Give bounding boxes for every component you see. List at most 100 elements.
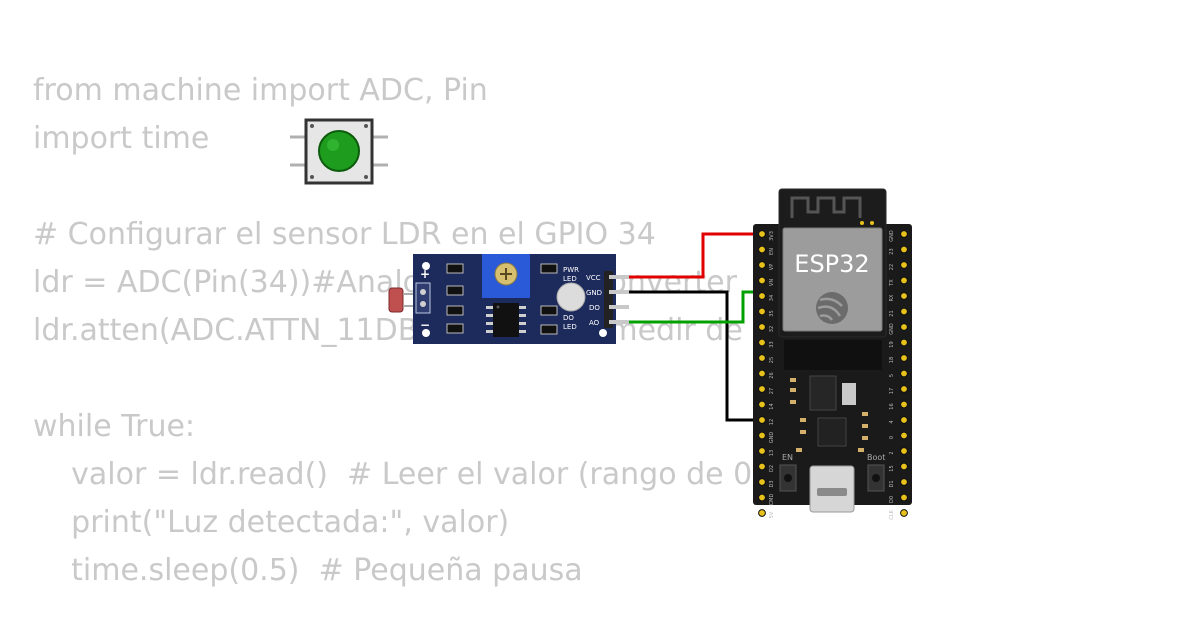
- esp32-pin-label: 32: [769, 326, 775, 332]
- esp32-pin-label: 26: [769, 372, 775, 378]
- esp32-pin-right-22[interactable]: [900, 261, 908, 269]
- smd-resistor: [446, 323, 464, 334]
- ldr-sensor-module[interactable]: + − PWR LED DO LED VCC GND DO A: [388, 254, 629, 344]
- esp32-pin-left-12[interactable]: [758, 416, 766, 424]
- esp32-pin-left-32[interactable]: [758, 323, 766, 331]
- esp32-pin-label: 3V3: [769, 231, 775, 241]
- ldr-header-pins: [604, 271, 629, 328]
- chip-label: ESP32: [794, 250, 869, 278]
- mounting-hole: [599, 329, 607, 337]
- do-led-label: DO: [563, 314, 574, 322]
- esp32-pin-right-clk[interactable]: [900, 509, 908, 517]
- esp32-pin-right-gnd[interactable]: [900, 323, 908, 331]
- ldo-tab: [842, 383, 856, 405]
- esp32-pin-right-5[interactable]: [900, 369, 908, 378]
- do-led-label: LED: [563, 323, 577, 331]
- esp32-pin-left-vn[interactable]: [758, 276, 766, 285]
- esp32-pin-right-gnd[interactable]: [900, 230, 908, 238]
- esp32-pin-right-16[interactable]: [900, 400, 908, 409]
- en-label: EN: [782, 453, 793, 462]
- button-cap-highlight: [327, 139, 339, 151]
- voltage-regulator: [809, 375, 837, 411]
- esp32-pin-right-2[interactable]: [900, 447, 908, 455]
- wire-ao-gpio34[interactable]: [628, 290, 762, 324]
- esp32-pin-right-17[interactable]: [900, 385, 908, 393]
- esp32-pin-label: 15: [889, 465, 895, 471]
- pwr-led: [556, 282, 586, 312]
- esp32-pin-left-d3[interactable]: [758, 478, 766, 486]
- esp32-pin-right-21[interactable]: [900, 307, 908, 316]
- boot-label: Boot: [867, 453, 885, 462]
- esp32-pin-left-33[interactable]: [758, 338, 766, 347]
- module-dot: [870, 221, 874, 225]
- esp32-pin-left-13[interactable]: [758, 447, 766, 455]
- esp32-pin-left-35[interactable]: [758, 307, 766, 316]
- header-pin-gnd[interactable]: [609, 290, 629, 294]
- ic-leads: [486, 306, 526, 333]
- esp32-pin-left-14[interactable]: [758, 400, 766, 409]
- usb-opening: [817, 488, 847, 496]
- photoresistor[interactable]: [388, 287, 404, 313]
- esp32-pin-label: 19: [889, 341, 895, 347]
- esp32-pin-right-4[interactable]: [900, 416, 908, 424]
- ic-notch: [496, 305, 500, 309]
- esp32-pin-label: 34: [769, 295, 775, 301]
- esp32-pin-label: 35: [769, 310, 775, 316]
- header-pin-do[interactable]: [609, 305, 629, 309]
- esp32-pin-right-23[interactable]: [900, 245, 908, 254]
- esp32-pin-label: GND: [889, 230, 895, 242]
- smd-resistor: [540, 305, 558, 316]
- pin-label-do: DO: [589, 304, 600, 312]
- pin-label-gnd: GND: [586, 289, 602, 297]
- pushbutton[interactable]: [290, 118, 388, 185]
- esp32-pin-left-25[interactable]: [758, 354, 766, 362]
- esp32-pin-label: 5: [889, 374, 895, 377]
- pin-label-ao: AO: [589, 319, 600, 327]
- esp32-pin-right-18[interactable]: [900, 354, 908, 362]
- esp32-pin-label: GND: [889, 323, 895, 335]
- metal-shield: [782, 227, 883, 332]
- wire-gnd[interactable]: [628, 290, 762, 422]
- esp32-pin-label: CMD: [769, 494, 775, 506]
- esp32-pin-left-vp[interactable]: [758, 261, 766, 269]
- esp32-pin-label: 13: [769, 450, 775, 456]
- esp32-pin-label: 17: [889, 388, 895, 394]
- esp32-pin-label: 16: [889, 403, 895, 409]
- esp32-pin-right-rx[interactable]: [900, 292, 908, 300]
- esp32-pin-label: D3: [769, 480, 775, 487]
- wire-vcc-3v3[interactable]: [628, 232, 762, 279]
- esp32-pin-left-34[interactable]: [758, 292, 766, 300]
- esp32-pin-label: D1: [889, 480, 895, 487]
- esp32-pin-label: 2: [889, 451, 895, 454]
- esp32-pin-right-0[interactable]: [900, 431, 908, 440]
- esp32-pin-left-3v3[interactable]: [758, 230, 766, 238]
- header-pin-ao[interactable]: [609, 320, 629, 324]
- esp32-pin-right-d1[interactable]: [900, 478, 908, 486]
- module-castellations: [784, 340, 882, 370]
- esp32-pin-label: EN: [769, 248, 775, 255]
- en-button-cap[interactable]: [784, 474, 792, 482]
- antenna-trace: [790, 196, 862, 218]
- button-corner-dot: [310, 124, 314, 128]
- esp32-pin-left-d2[interactable]: [758, 462, 766, 471]
- esp32-pin-left-5v[interactable]: [758, 509, 766, 517]
- esp32-pin-right-d0[interactable]: [900, 493, 908, 502]
- esp32-pin-label: RX: [889, 294, 895, 301]
- esp32-pin-left-gnd[interactable]: [758, 431, 766, 440]
- esp32-pin-left-26[interactable]: [758, 369, 766, 378]
- esp32-pin-label: 5V: [769, 511, 775, 518]
- header-pin-vcc[interactable]: [609, 275, 629, 279]
- pin-label-vcc: VCC: [586, 274, 601, 282]
- mounting-hole: [422, 262, 430, 270]
- code-line: from machine import ADC, Pin: [33, 73, 488, 108]
- esp32-pin-left-27[interactable]: [758, 385, 766, 393]
- button-cap[interactable]: [318, 130, 360, 172]
- esp32-pin-label: 21: [889, 310, 895, 316]
- boot-button-cap[interactable]: [872, 474, 880, 482]
- esp32-pin-left-cmd[interactable]: [758, 493, 766, 502]
- esp32-pin-right-tx[interactable]: [900, 276, 908, 285]
- esp32-pin-right-19[interactable]: [900, 338, 908, 347]
- esp32-pin-right-15[interactable]: [900, 462, 908, 471]
- esp32-pin-left-en[interactable]: [758, 245, 766, 254]
